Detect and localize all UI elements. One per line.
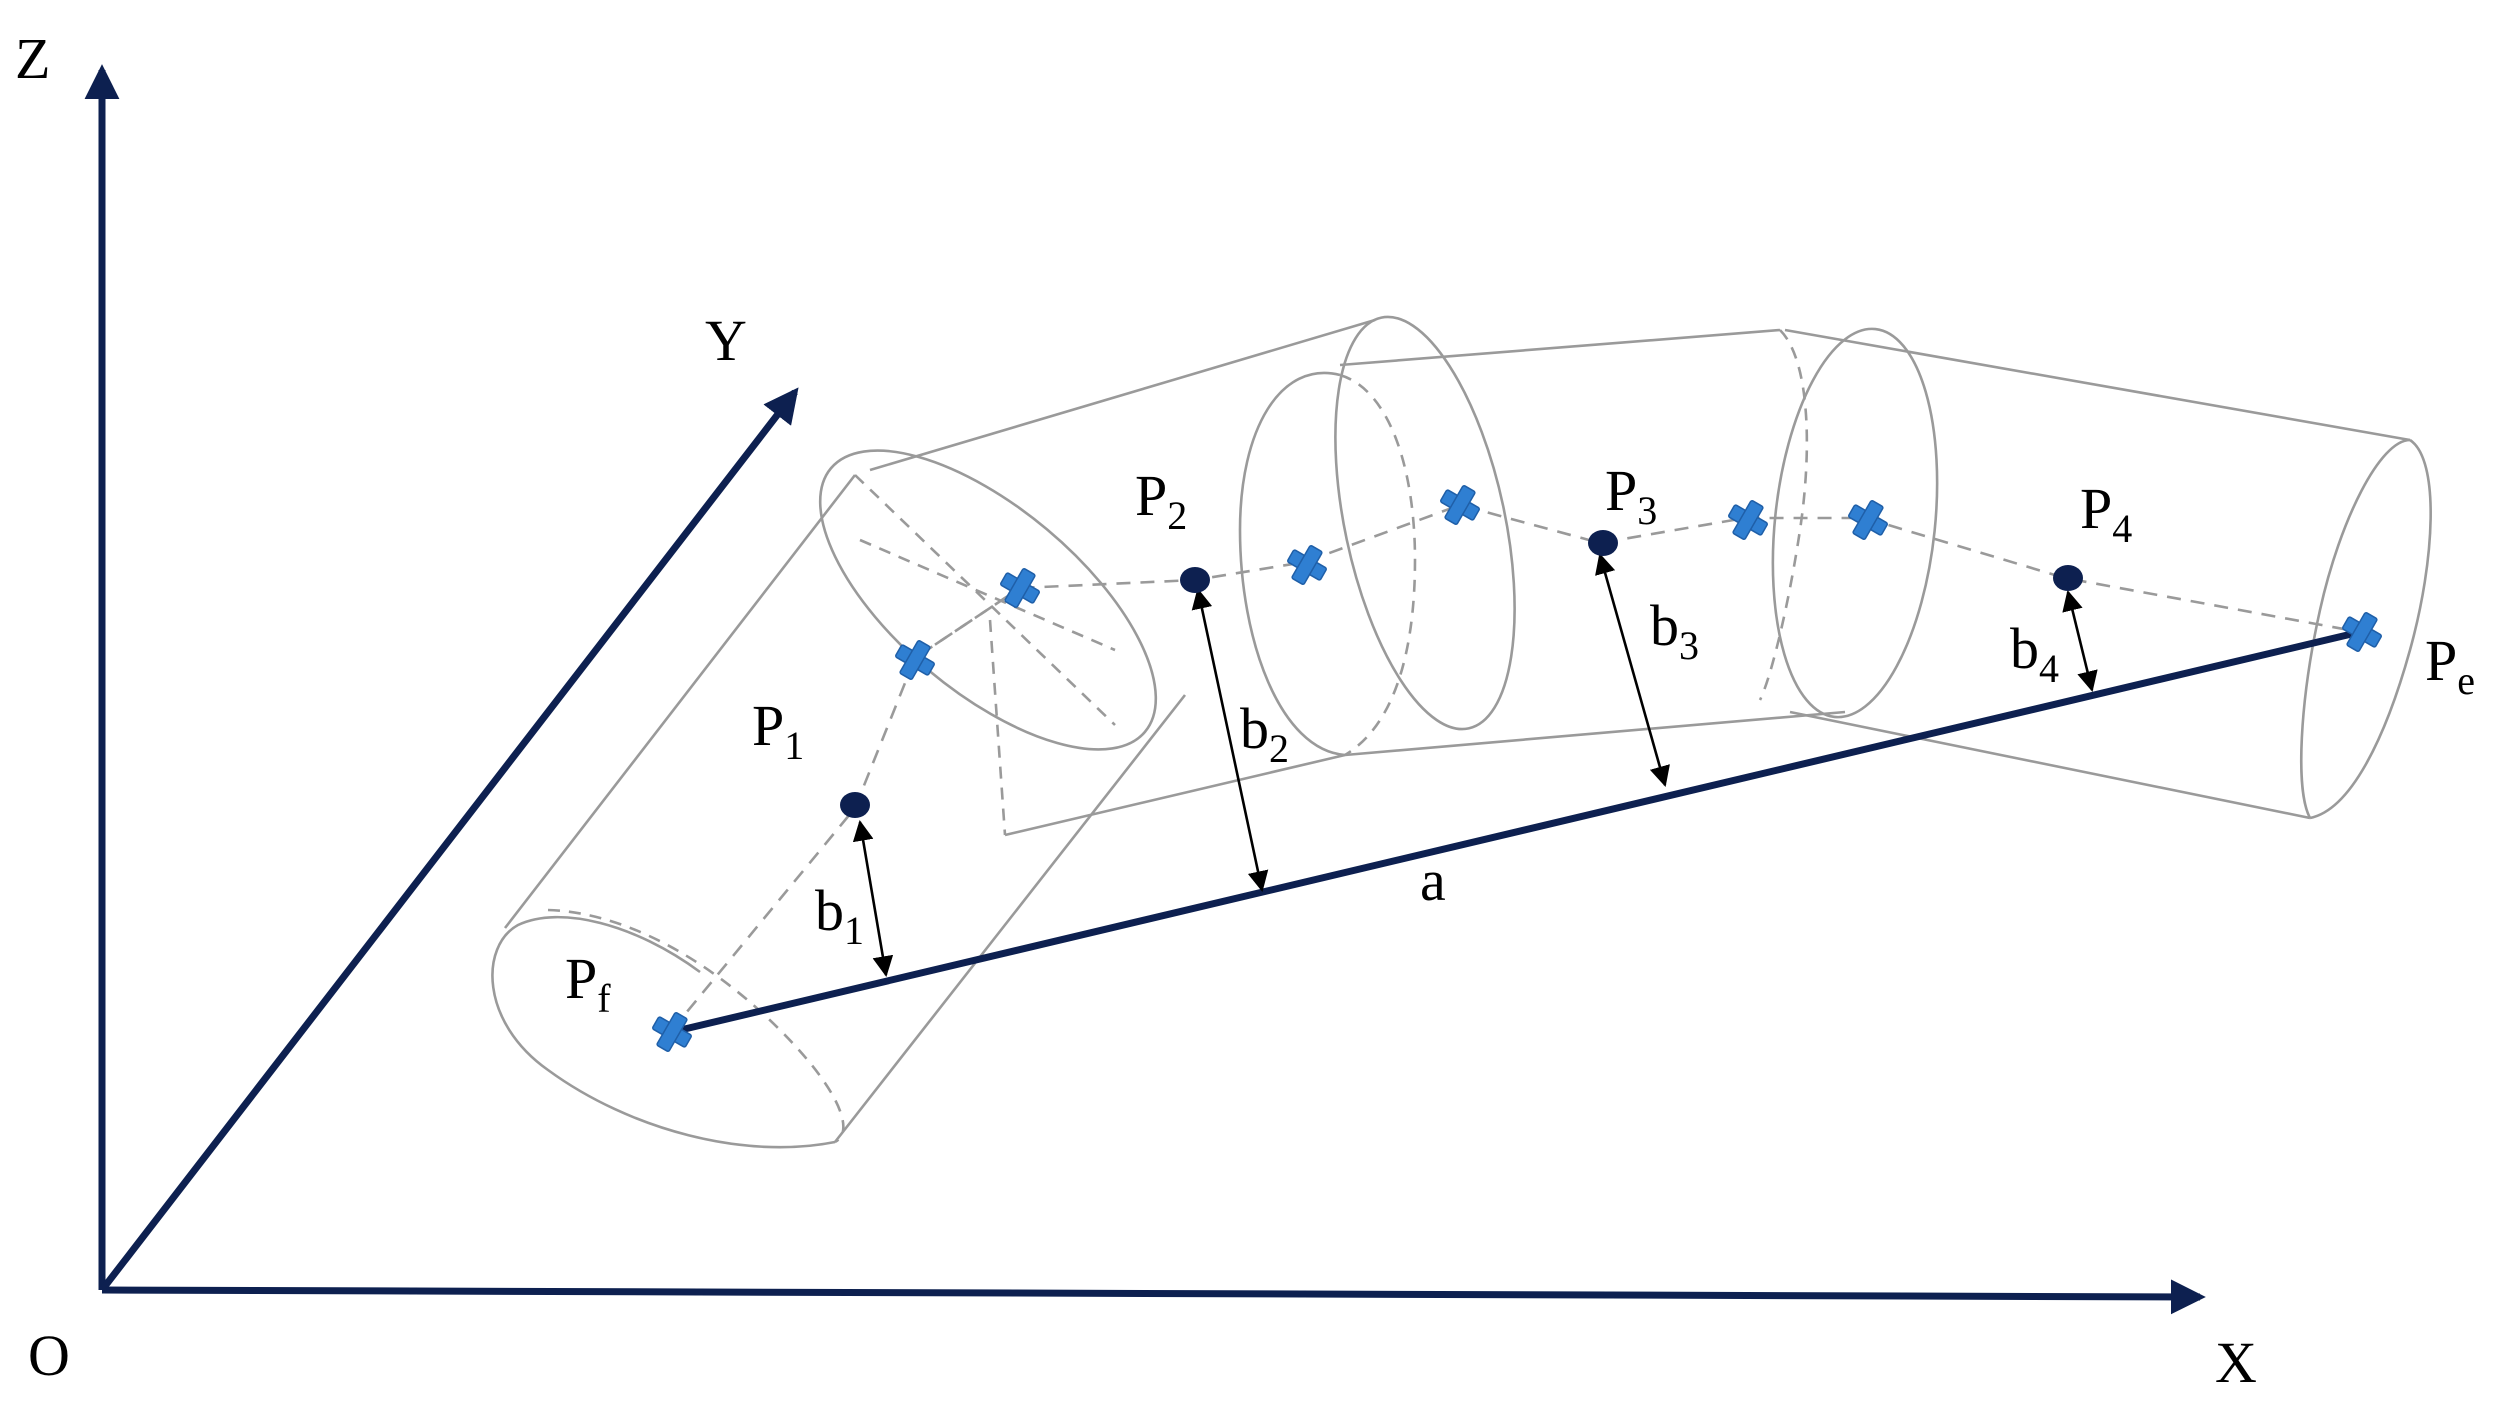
cylinder-segment-4 xyxy=(1758,327,2432,820)
label-b3: b3 xyxy=(1650,593,1699,668)
label-b4: b4 xyxy=(2010,616,2059,691)
label-pf: Pf xyxy=(565,946,611,1021)
label-p3: P3 xyxy=(1605,458,1657,533)
node-p3 xyxy=(1588,530,1618,556)
node-p2 xyxy=(1180,567,1210,593)
node-p1 xyxy=(840,792,870,818)
blue-cross-icon xyxy=(2335,605,2389,659)
x-axis-label: X xyxy=(2215,1330,2257,1395)
cylinder-segment-3 xyxy=(1238,328,1846,757)
label-pe: Pe xyxy=(2425,628,2475,703)
coordinate-axes xyxy=(84,64,2206,1315)
y-axis-label: Y xyxy=(705,308,747,373)
cylinder-segment-1 xyxy=(491,474,1187,1149)
label-p1: P1 xyxy=(752,693,804,768)
arrow-b1 xyxy=(852,819,894,978)
label-b2: b2 xyxy=(1240,696,1289,771)
label-p4: P4 xyxy=(2080,476,2132,551)
label-a: a xyxy=(1420,848,1446,913)
z-axis-label: Z xyxy=(15,26,50,91)
blue-cross-icon xyxy=(645,1005,699,1059)
arrow-b4 xyxy=(2062,589,2098,693)
segment-markers xyxy=(645,478,2389,1059)
blue-cross-icon xyxy=(1433,478,1487,532)
centre-path xyxy=(670,503,2361,1031)
baseline-a xyxy=(671,628,2361,1036)
node-p4 xyxy=(2053,565,2083,591)
distance-arrows xyxy=(852,552,2098,978)
blue-cross-icon xyxy=(1841,493,1895,547)
blue-cross-icon xyxy=(993,561,1047,615)
origin-label: O xyxy=(28,1323,70,1388)
y-axis xyxy=(99,387,799,1293)
arrow-b2 xyxy=(1191,587,1269,893)
x-axis xyxy=(101,1279,2206,1315)
label-b1: b1 xyxy=(815,878,864,953)
trajectory-nodes xyxy=(840,530,2083,818)
cylinder-segment-2 xyxy=(818,315,1516,837)
arrow-b3 xyxy=(1595,552,1670,788)
label-p2: P2 xyxy=(1135,463,1187,538)
